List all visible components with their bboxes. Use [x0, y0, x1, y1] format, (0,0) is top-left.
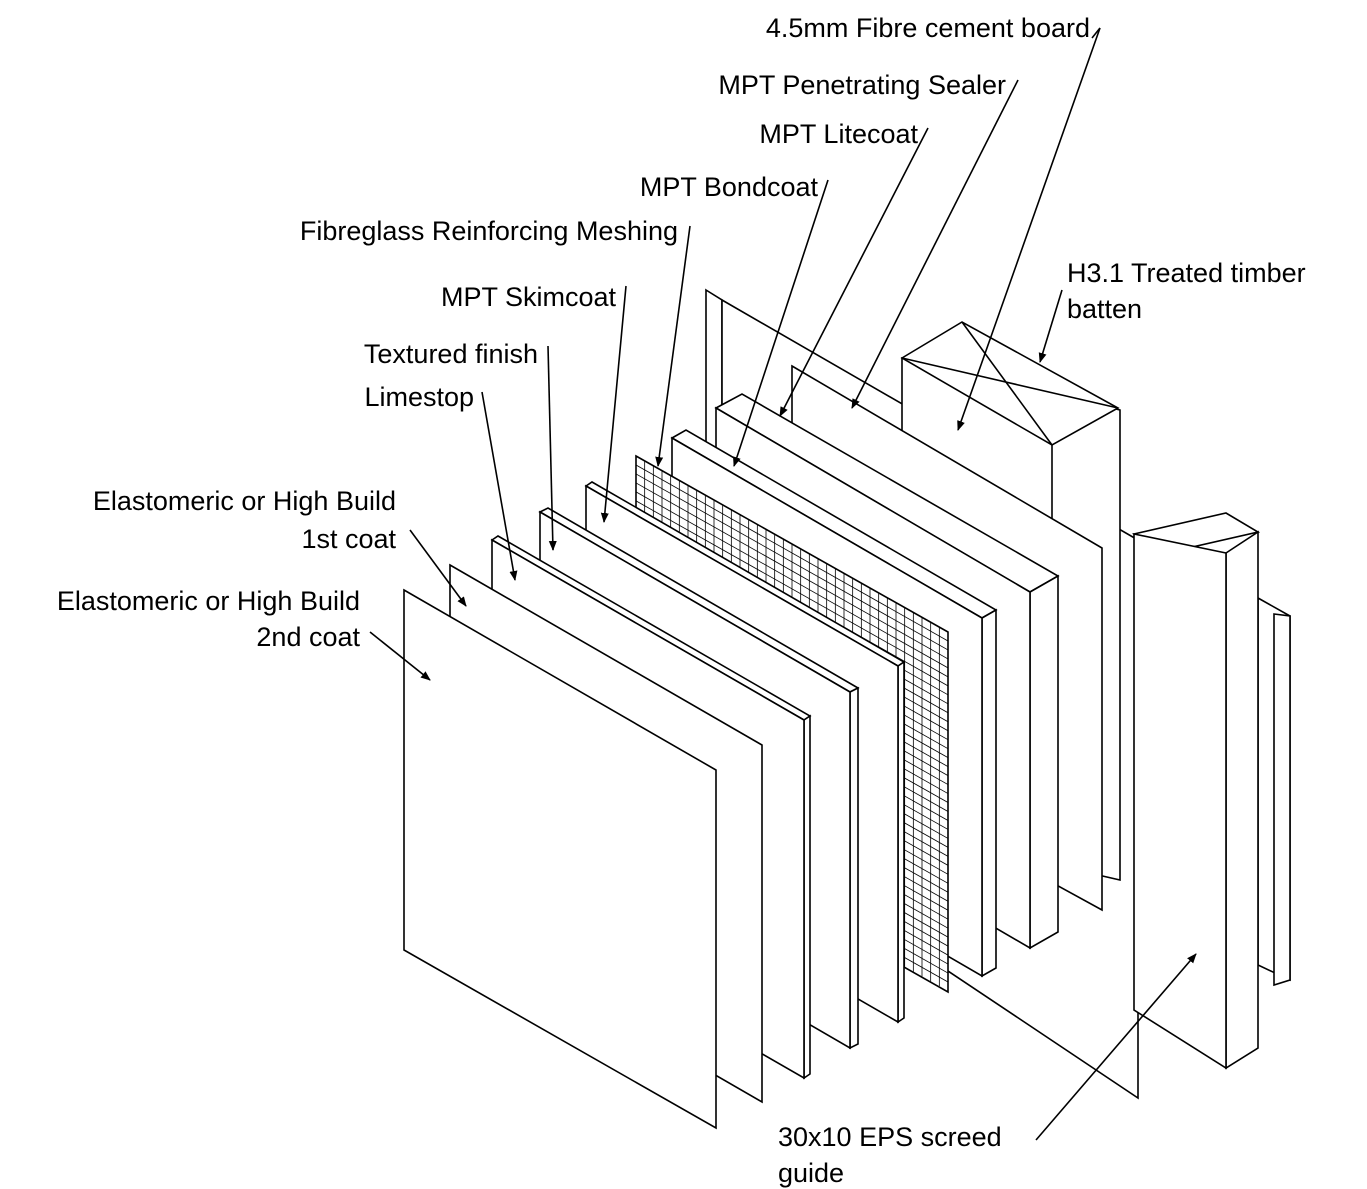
label-timber-batten-line2: batten — [1067, 294, 1142, 324]
mesh-strand — [635, 473, 949, 651]
label-penetrating-sealer: MPT Penetrating Sealer — [718, 70, 1006, 100]
label-litecoat: MPT Litecoat — [759, 119, 918, 149]
label-eps-screed-line2: guide — [778, 1158, 844, 1188]
label-elastomeric-second-line1: Elastomeric or High Build — [57, 586, 360, 616]
label-elastomeric-second-line2: 2nd coat — [256, 622, 360, 652]
leader-lines — [369, 27, 1197, 1141]
label-elastomeric-first-line2: 1st coat — [301, 524, 396, 554]
elastomeric-second-coat-layer — [403, 588, 717, 1130]
label-eps-screed-line1: 30x10 EPS screed — [778, 1122, 1002, 1152]
label-bondcoat: MPT Bondcoat — [640, 172, 819, 202]
label-fibre-cement-board: 4.5mm Fibre cement board — [766, 13, 1090, 43]
label-fibreglass-mesh: Fibreglass Reinforcing Meshing — [300, 216, 678, 246]
label-timber-batten-line1: H3.1 Treated timber — [1067, 258, 1306, 288]
mesh-strand — [635, 482, 949, 660]
label-elastomeric-first-line1: Elastomeric or High Build — [93, 486, 396, 516]
eps-screed-guide-layer — [1131, 512, 1261, 1070]
mesh-strand — [635, 500, 949, 678]
screed-guide-back-strip — [1257, 596, 1291, 987]
label-skimcoat: MPT Skimcoat — [441, 282, 617, 312]
mesh-strand — [635, 464, 949, 642]
label-limestop: Limestop — [364, 382, 474, 412]
mesh-strand — [635, 491, 949, 669]
label-textured-finish: Textured finish — [364, 339, 538, 369]
labels: 4.5mm Fibre cement board MPT Penetrating… — [57, 13, 1306, 1188]
